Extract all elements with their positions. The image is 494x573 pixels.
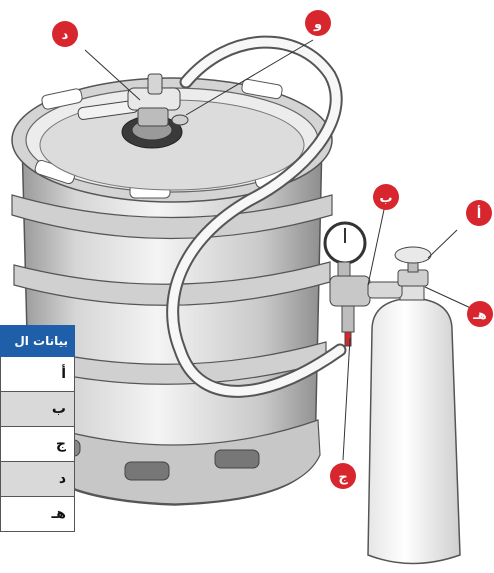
svg-text:د: د xyxy=(62,28,69,43)
callout-a: أ xyxy=(466,200,492,226)
callout-j: ج xyxy=(330,463,356,489)
table-cell: د xyxy=(1,462,75,497)
callout-b: ب xyxy=(373,184,399,210)
table-cell: أ xyxy=(1,357,75,392)
callout-h: هـ xyxy=(467,301,493,327)
svg-text:أ: أ xyxy=(477,205,481,222)
table-row: هـ xyxy=(1,497,75,532)
callout-w: و xyxy=(305,10,331,36)
table-cell: ج xyxy=(1,427,75,462)
svg-text:و: و xyxy=(313,17,322,32)
table-cell: ب xyxy=(1,392,75,427)
callout-d: د xyxy=(52,21,78,47)
table-row: أ xyxy=(1,357,75,392)
table-row: ب xyxy=(1,392,75,427)
table-row: ج xyxy=(1,427,75,462)
table-cell: هـ xyxy=(1,497,75,532)
table-header: بيانات ال xyxy=(1,326,75,357)
svg-text:ج: ج xyxy=(338,470,348,485)
svg-text:هـ: هـ xyxy=(472,308,486,323)
data-table: بيانات ال أ ب ج د هـ xyxy=(0,325,75,532)
co2-cylinder xyxy=(368,282,460,564)
table-row: د xyxy=(1,462,75,497)
svg-text:ب: ب xyxy=(379,191,392,206)
